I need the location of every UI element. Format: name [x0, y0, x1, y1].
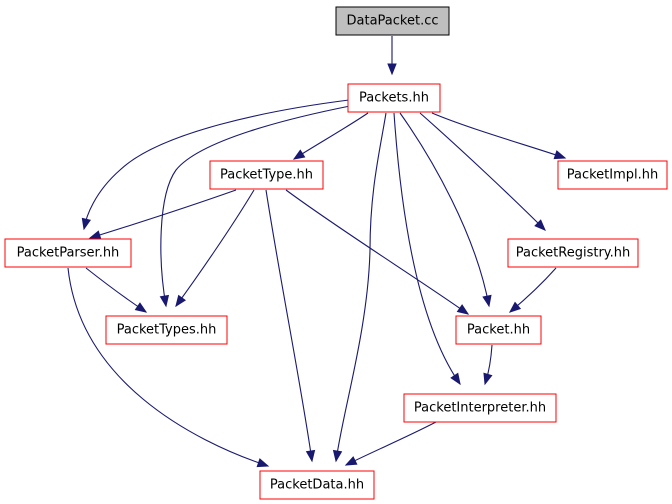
edge-packetinterpreter_hh-to-packetdata_hh	[344, 421, 437, 466]
node-packetdata-hh[interactable]: PacketData.hh	[259, 470, 375, 500]
node-label: Packet.hh	[467, 323, 530, 338]
edge-line	[399, 112, 490, 307]
edges-layer	[67, 36, 567, 468]
node-label: DataPacket.cc	[347, 14, 439, 29]
edge-line	[419, 112, 546, 231]
arrowhead	[81, 217, 91, 231]
node-label: PacketImpl.hh	[567, 168, 659, 183]
node-box	[455, 315, 542, 345]
edge-packettype_hh-to-packetparser_hh	[88, 189, 237, 240]
edge-line	[83, 99, 350, 230]
arrowhead	[332, 449, 343, 463]
edge-packets_hh-to-packetdata_hh	[332, 112, 387, 463]
arrowhead	[256, 458, 270, 468]
node-label: PacketRegistry.hh	[516, 246, 631, 261]
node-box	[403, 393, 557, 423]
node-box	[259, 470, 375, 500]
node-box	[209, 160, 324, 190]
edge-packets_hh-to-packet_hh	[399, 112, 492, 308]
edge-line	[160, 105, 351, 307]
edge-packets_hh-to-packettypes_hh	[159, 105, 351, 308]
node-label: PacketInterpreter.hh	[414, 401, 546, 416]
edge-packet_hh-to-packetinterpreter_hh	[483, 344, 493, 386]
node-label: PacketParser.hh	[17, 246, 120, 261]
node-box	[335, 6, 450, 36]
edge-datapacket_cc-to-packets_hh	[387, 36, 397, 76]
node-label: PacketType.hh	[220, 168, 313, 183]
edge-packetregistry_hh-to-packet_hh	[508, 267, 557, 313]
node-packettype-hh[interactable]: PacketType.hh	[209, 160, 324, 190]
edge-packets_hh-to-packettype_hh	[292, 112, 369, 160]
edge-line	[431, 112, 566, 159]
edge-packets_hh-to-packetparser_hh	[81, 99, 350, 231]
edge-packetparser_hh-to-packetdata_hh	[67, 267, 270, 468]
edge-line	[285, 189, 469, 315]
arrowhead	[134, 302, 148, 313]
node-packets-hh[interactable]: Packets.hh	[347, 83, 441, 113]
edge-line	[293, 112, 369, 160]
node-box	[347, 83, 441, 113]
node-packetparser-hh[interactable]: PacketParser.hh	[4, 238, 132, 268]
edge-line	[345, 421, 437, 466]
arrowhead	[305, 449, 316, 463]
edge-packettype_hh-to-packettypes_hh	[175, 189, 255, 308]
edge-packettype_hh-to-packetdata_hh	[265, 189, 316, 463]
edge-line	[85, 267, 147, 313]
arrowhead	[450, 372, 461, 386]
node-packettypes-hh[interactable]: PacketTypes.hh	[105, 315, 228, 345]
node-datapacket-cc: DataPacket.cc	[335, 6, 450, 36]
arrowhead	[508, 301, 522, 313]
edge-packets_hh-to-packetregistry_hh	[419, 112, 546, 231]
arrowhead	[482, 294, 492, 308]
edge-packets_hh-to-packetinterpreter_hh	[393, 112, 461, 386]
edge-line	[265, 189, 313, 462]
node-label: PacketTypes.hh	[117, 323, 217, 338]
edge-line	[67, 267, 269, 467]
arrowhead	[553, 150, 567, 160]
node-box	[557, 160, 668, 190]
edge-line	[175, 189, 255, 307]
edge-packetparser_hh-to-packettypes_hh	[85, 267, 148, 313]
arrowhead	[387, 63, 397, 76]
node-packetinterpreter-hh[interactable]: PacketInterpreter.hh	[403, 393, 557, 423]
edge-line	[393, 112, 461, 385]
edge-packettype_hh-to-packet_hh	[285, 189, 470, 315]
arrowhead	[456, 304, 470, 315]
arrowhead	[483, 372, 493, 386]
node-label: PacketData.hh	[270, 478, 364, 493]
node-packet-hh[interactable]: Packet.hh	[455, 315, 542, 345]
arrowhead	[159, 294, 170, 308]
edge-packets_hh-to-packetimpl_hh	[431, 112, 567, 160]
arrowhead	[534, 219, 546, 231]
node-label: Packets.hh	[359, 91, 429, 106]
edge-line	[335, 112, 387, 462]
arrowhead	[292, 149, 306, 160]
node-box	[105, 315, 228, 345]
node-packetregistry-hh[interactable]: PacketRegistry.hh	[507, 238, 639, 268]
node-packetimpl-hh[interactable]: PacketImpl.hh	[557, 160, 668, 190]
arrowhead	[175, 294, 187, 308]
edge-line	[89, 189, 237, 239]
arrowhead	[88, 230, 102, 240]
node-box	[507, 238, 639, 268]
node-box	[4, 238, 132, 268]
arrowhead	[344, 456, 358, 466]
